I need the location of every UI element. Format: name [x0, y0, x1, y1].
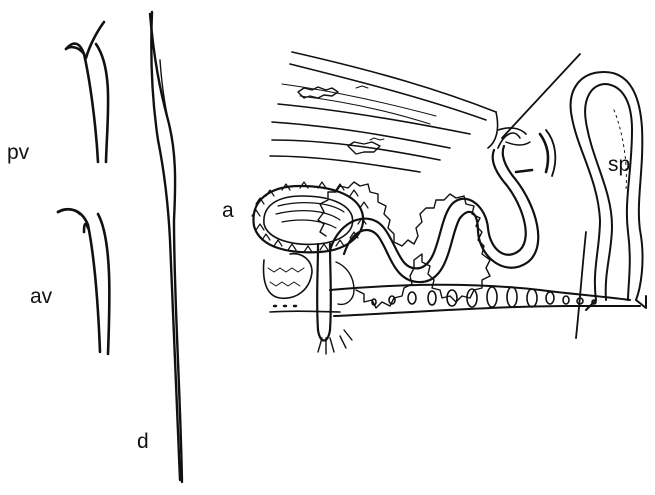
label-pv: pv [7, 142, 29, 163]
dorsal-chaeta [150, 12, 182, 482]
label-d: d [137, 431, 149, 452]
label-a: a [222, 200, 234, 221]
dissection-drawing [252, 52, 646, 354]
tendon-line [502, 54, 580, 138]
coiled-duct [318, 133, 538, 308]
label-av: av [30, 286, 52, 307]
atrium [252, 182, 368, 354]
muscle-bands [270, 52, 498, 172]
anterior-ventral-chaeta [58, 209, 109, 354]
posterior-ventral-chaeta [66, 22, 108, 162]
basal-gland [264, 254, 354, 312]
tube-cells [372, 287, 596, 307]
label-sp: sp [608, 154, 630, 175]
